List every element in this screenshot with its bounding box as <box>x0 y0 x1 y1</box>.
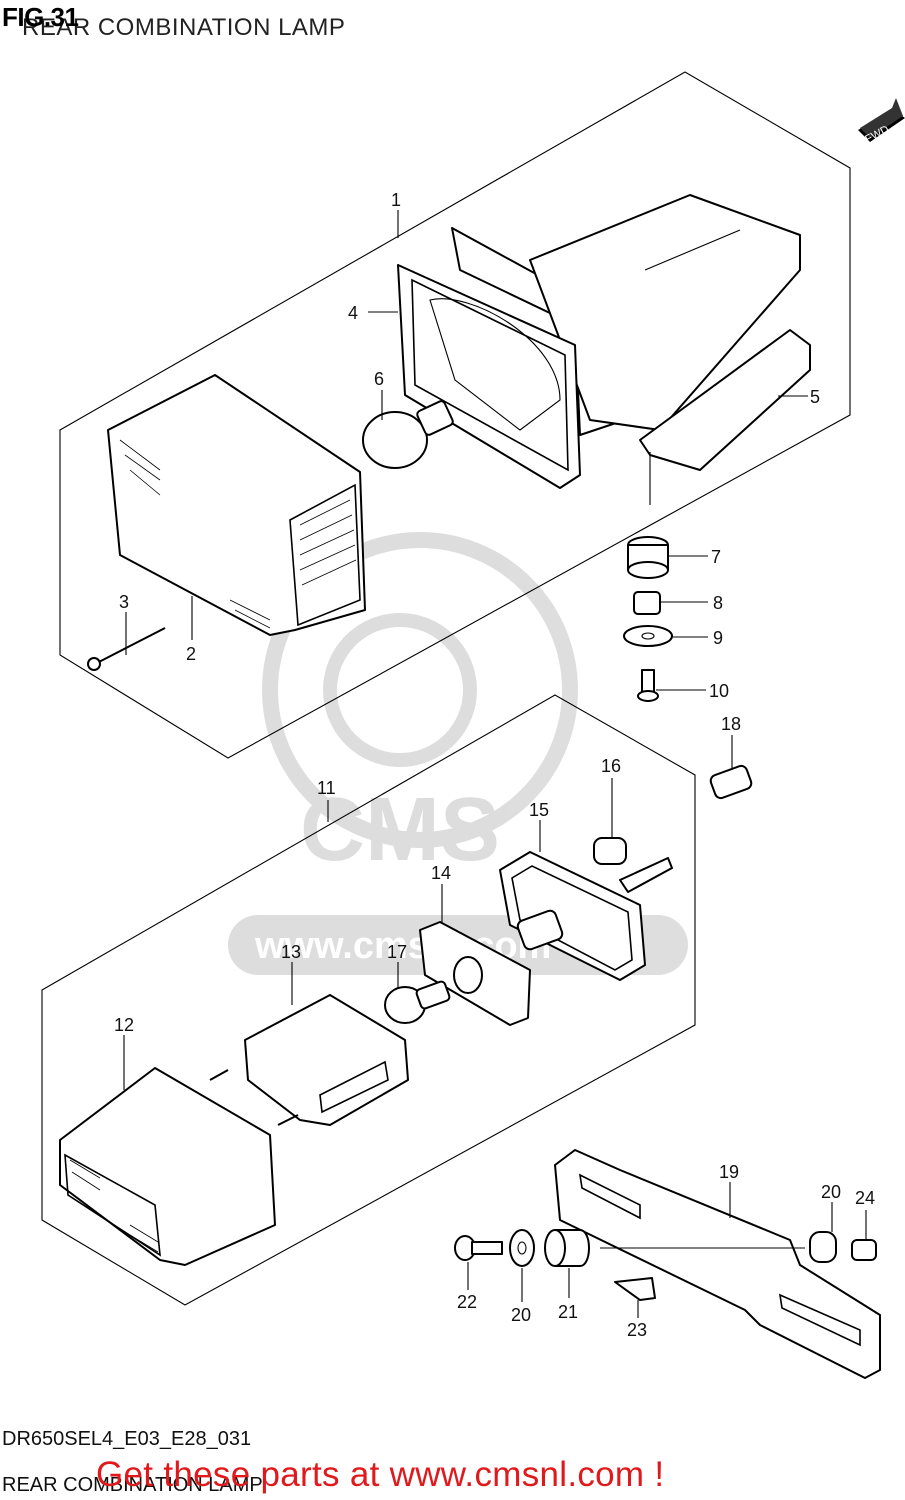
figure-number: FIG.31 <box>2 2 79 32</box>
part-6-bulb <box>362 400 454 469</box>
fwd-arrow-icon: FWD <box>858 98 905 146</box>
callout-14: 14 <box>431 863 451 883</box>
callout-leaders <box>123 210 867 1318</box>
part-24-nut <box>851 1239 877 1261</box>
callout-21: 21 <box>558 1302 578 1322</box>
callout-5: 5 <box>810 387 820 407</box>
part-12-lamp-housing <box>59 1067 299 1266</box>
callout-20-left: 20 <box>511 1305 531 1325</box>
part-13-lens <box>244 994 409 1126</box>
part-21-cushion <box>544 1229 590 1267</box>
part-2-lens <box>107 374 366 636</box>
diagram-name: REAR COMBINATION LAMP <box>2 1474 263 1496</box>
part-17-socket <box>516 909 564 951</box>
callout-17: 17 <box>387 942 407 962</box>
part-8-collar <box>633 591 661 615</box>
part-20-washer-left <box>509 1229 535 1267</box>
callout-1: 1 <box>391 190 401 210</box>
callout-4: 4 <box>348 303 358 323</box>
callout-23: 23 <box>627 1320 647 1340</box>
part-15-license-lamp-housing <box>499 851 673 981</box>
part-9-washer <box>623 625 673 647</box>
part-22-bolt <box>454 1235 503 1261</box>
part-10-screw <box>637 669 659 702</box>
callout-7: 7 <box>711 547 721 567</box>
callout-24: 24 <box>855 1188 875 1208</box>
callout-16: 16 <box>601 756 621 776</box>
part-3-screw <box>87 627 166 671</box>
callout-15: 15 <box>529 800 549 820</box>
part-17-bulb <box>384 980 451 1024</box>
part-18-spacer <box>709 764 753 800</box>
callout-12: 12 <box>114 1015 134 1035</box>
callout-3: 3 <box>119 592 129 612</box>
part-23-clip <box>614 1277 656 1301</box>
part-19-bracket <box>554 1149 881 1379</box>
part-20-washer-right <box>809 1231 837 1263</box>
callout-10: 10 <box>709 681 729 701</box>
part-16-grommet <box>593 837 627 865</box>
callout-19: 19 <box>719 1162 739 1182</box>
part-7-grommet <box>627 536 669 579</box>
figure-title: REAR COMBINATION LAMP <box>22 14 346 41</box>
callout-8: 8 <box>713 593 723 613</box>
upper-assembly-frame <box>59 71 851 759</box>
part-14-lamp-base-plate <box>419 921 531 1026</box>
callout-9: 9 <box>713 628 723 648</box>
svg-text:CMS: CMS <box>300 780 500 880</box>
callout-22: 22 <box>457 1292 477 1312</box>
diagram-code: DR650SEL4_E03_E28_031 <box>2 1428 252 1450</box>
callout-20-right: 20 <box>821 1182 841 1202</box>
callout-2: 2 <box>186 644 196 664</box>
promo-link-text[interactable]: Get these parts at www.cmsnl.com ! <box>96 1455 665 1494</box>
callout-6: 6 <box>374 369 384 389</box>
callout-18: 18 <box>721 714 741 734</box>
callout-labels: 1 2 3 4 5 6 7 8 9 10 11 12 13 14 15 16 1… <box>114 190 875 1340</box>
callout-13: 13 <box>281 942 301 962</box>
part-4-lens-gasket <box>397 264 581 489</box>
callout-11: 11 <box>317 778 336 798</box>
lower-assembly-frame <box>41 694 696 1306</box>
